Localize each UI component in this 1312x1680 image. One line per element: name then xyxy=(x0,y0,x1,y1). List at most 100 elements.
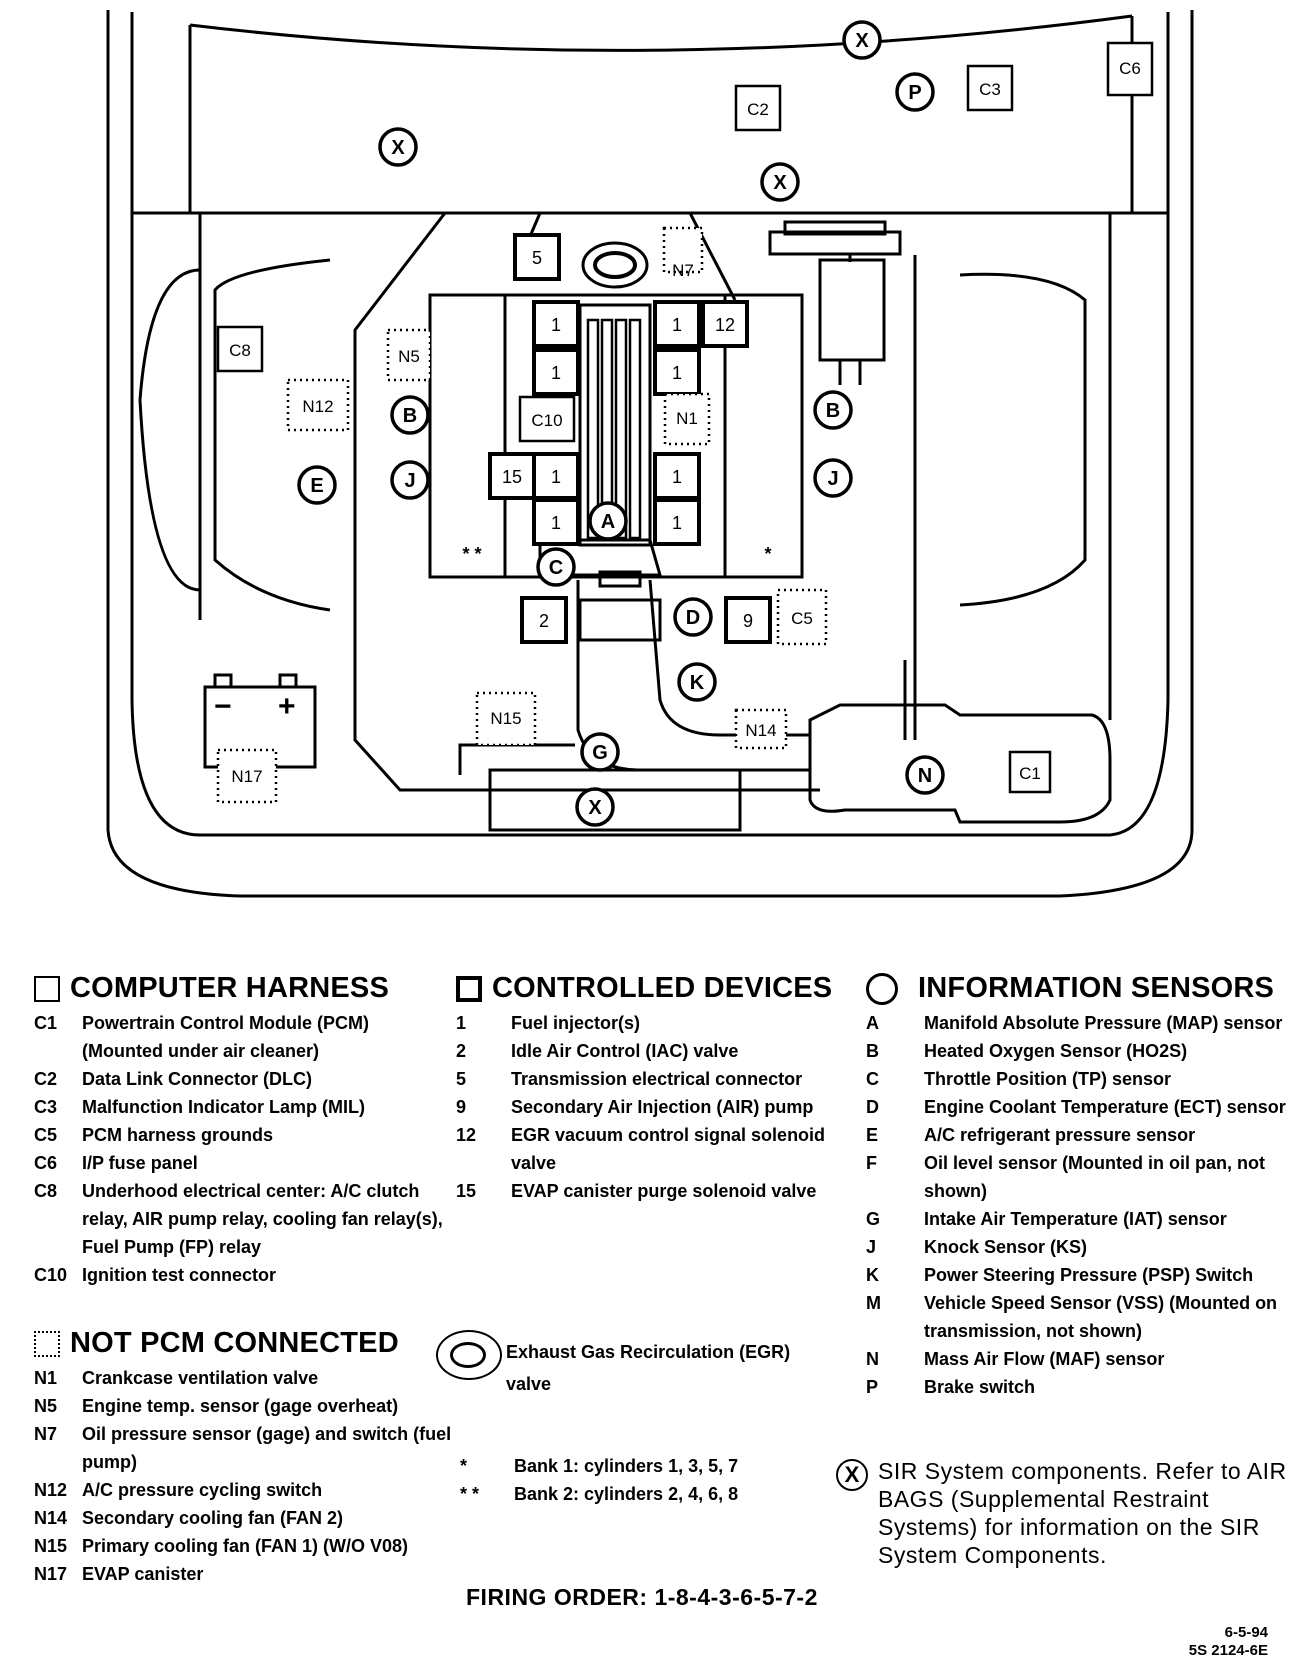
item-text: Malfunction Indicator Lamp (MIL) xyxy=(82,1097,365,1117)
label-n17: N17 xyxy=(231,767,262,786)
item-code: K xyxy=(866,1265,879,1285)
label-c2: C2 xyxy=(747,100,769,119)
sensor-j-right: J xyxy=(827,468,838,490)
item-text: Oil level sensor (Mounted in oil pan, no… xyxy=(924,1153,1266,1201)
sensor-j-left: J xyxy=(404,470,415,492)
label-dev9: 9 xyxy=(743,611,753,631)
sensor-b-right: B xyxy=(826,400,840,422)
list-item: N17 EVAP canister xyxy=(34,1560,454,1588)
item-text: Fuel injector(s) xyxy=(511,1013,641,1033)
item-code: A xyxy=(866,1013,879,1033)
list-item: 9 Secondary Air Injection (AIR) pump xyxy=(456,1093,856,1121)
item-text: Data Link Connector (DLC) xyxy=(82,1069,313,1089)
doc-ref: 5S 2124-6E xyxy=(1188,1642,1268,1659)
item-code: 1 xyxy=(456,1013,467,1033)
list-item: P Brake switch xyxy=(866,1373,1306,1401)
harness-square-icon xyxy=(34,975,60,1002)
label-inj-4: 1 xyxy=(551,513,561,533)
label-inj-1: 1 xyxy=(551,315,561,335)
label-c5: C5 xyxy=(791,609,813,628)
sir-marker-bottom: X xyxy=(588,797,602,819)
item-text: Mass Air Flow (MAF) sensor xyxy=(924,1349,1165,1369)
item-code: N xyxy=(866,1349,879,1369)
item-code: B xyxy=(866,1041,879,1061)
item-text: Brake switch xyxy=(924,1377,1036,1397)
label-dev5: 5 xyxy=(532,248,542,268)
item-code: C8 xyxy=(34,1181,58,1201)
legend-title: COMPUTER HARNESS xyxy=(70,972,389,1004)
item-code: C1 xyxy=(34,1013,58,1033)
item-text: Engine temp. sensor (gage overheat) xyxy=(82,1396,399,1416)
label-n7: N7 xyxy=(672,261,694,280)
list-item: N14 Secondary cooling fan (FAN 2) xyxy=(34,1504,454,1532)
item-code: M xyxy=(866,1293,881,1313)
bank1-text: Bank 1: cylinders 1, 3, 5, 7 xyxy=(514,1456,739,1476)
document-stamp: 6-5-94 5S 2124-6E xyxy=(1189,1624,1268,1660)
sir-marker-top: X xyxy=(855,30,869,52)
item-text: EVAP canister purge solenoid valve xyxy=(511,1181,817,1201)
sir-x-icon: X xyxy=(836,1459,868,1491)
item-text: Secondary cooling fan (FAN 2) xyxy=(82,1508,344,1528)
item-code: N15 xyxy=(34,1536,68,1556)
label-c1: C1 xyxy=(1019,764,1041,783)
label-n14: N14 xyxy=(745,721,776,740)
item-text: Oil pressure sensor (gage) and switch (f… xyxy=(82,1424,452,1472)
label-n1: N1 xyxy=(676,409,698,428)
item-text: Powertrain Control Module (PCM) (Mounted… xyxy=(82,1013,369,1061)
label-inj-2: 1 xyxy=(551,363,561,383)
label-inj-5: 1 xyxy=(672,315,682,335)
list-item: N7 Oil pressure sensor (gage) and switch … xyxy=(34,1420,454,1476)
legend-egr: Exhaust Gas Recirculation (EGR) valve xyxy=(436,1330,826,1400)
label-inj-7: 1 xyxy=(672,467,682,487)
sir-marker-mid: X xyxy=(773,172,787,194)
label-n12: N12 xyxy=(302,397,333,416)
left-wheelwell xyxy=(213,258,331,612)
item-text: Manifold Absolute Pressure (MAP) sensor xyxy=(924,1013,1283,1033)
item-code: D xyxy=(866,1097,879,1117)
legend-computer-harness: COMPUTER HARNESS C1 Powertrain Control Mo… xyxy=(34,972,454,1289)
item-code: P xyxy=(866,1377,879,1397)
item-code: N14 xyxy=(34,1508,68,1528)
sensor-n: N xyxy=(918,765,932,787)
egr-valve-icon xyxy=(581,241,649,289)
label-dev12: 12 xyxy=(715,315,735,335)
label-n5: N5 xyxy=(398,347,420,366)
item-text: Crankcase ventilation valve xyxy=(82,1368,319,1388)
battery-minus: − xyxy=(214,690,232,723)
item-code: C xyxy=(866,1069,879,1089)
item-code: N17 xyxy=(34,1564,68,1584)
item-text: EVAP canister xyxy=(82,1564,204,1584)
item-text: Secondary Air Injection (AIR) pump xyxy=(511,1097,814,1117)
item-code: C6 xyxy=(34,1153,58,1173)
item-code: 9 xyxy=(456,1097,467,1117)
item-code: C2 xyxy=(34,1069,58,1089)
item-text: Intake Air Temperature (IAT) sensor xyxy=(924,1209,1227,1229)
item-text: PCM harness grounds xyxy=(82,1125,274,1145)
list-item: N Mass Air Flow (MAF) sensor xyxy=(866,1345,1306,1373)
battery-plus: + xyxy=(278,690,296,723)
item-text: I/P fuse panel xyxy=(82,1153,198,1173)
label-n15: N15 xyxy=(490,709,521,728)
item-code: E xyxy=(866,1125,879,1145)
item-text: EGR vacuum control signal solenoid valve xyxy=(511,1125,826,1173)
sensor-p: P xyxy=(908,82,921,104)
item-code: N7 xyxy=(34,1424,58,1444)
item-code: 12 xyxy=(456,1125,477,1145)
list-item: C2 Data Link Connector (DLC) xyxy=(34,1065,454,1093)
right-wheelwell xyxy=(959,272,1087,607)
label-dev2: 2 xyxy=(539,611,549,631)
label-c10: C10 xyxy=(531,411,562,430)
cowl-curve xyxy=(189,14,1133,52)
